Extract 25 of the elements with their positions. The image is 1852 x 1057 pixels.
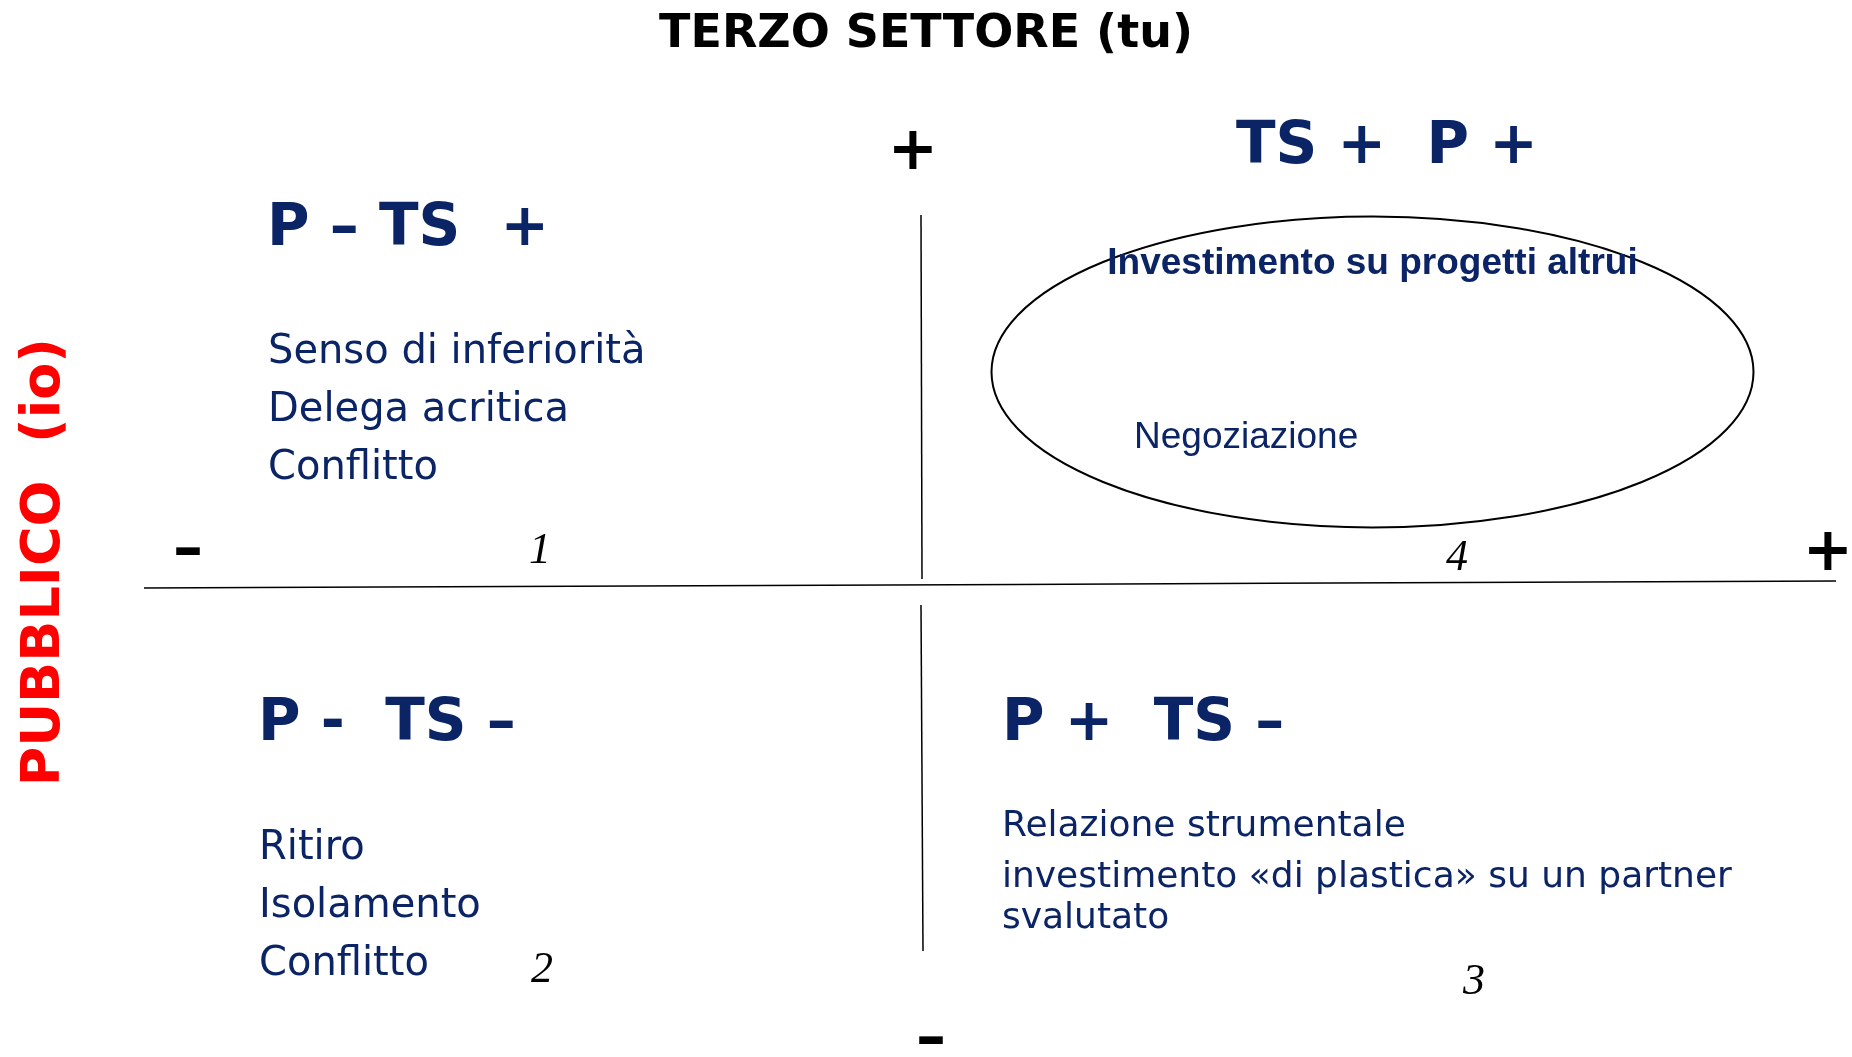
quadrant-item: Senso di inferiorità [268,326,646,372]
quadrant-heading: TS + P + [1236,110,1538,177]
ellipse-node [990,215,1755,529]
axis-sign: + [1802,525,1852,573]
quadrant-item: Isolamento [259,880,481,926]
quadrant-item: Relazione strumentale [1002,803,1407,845]
quadrant-heading: P – TS + [267,192,550,259]
quadrant-item: investimento «di plastica» su un partner svalutato [1002,854,1732,937]
ellipse-text: Negoziazione [1134,415,1359,457]
quadrant-item: Delega acritica [268,384,570,430]
quadrant-item: Ritiro [259,822,365,868]
quadrant-number: 2 [531,946,553,990]
quadrant-item: Conflitto [259,938,429,984]
quadrant-item: Conflitto [268,442,438,488]
axis-sign: – [173,523,203,571]
axis-sign: + [887,124,939,172]
quadrant-heading: P - TS – [258,687,516,754]
quadrant-number: 3 [1463,958,1485,1002]
quadrant-heading: P + TS – [1002,687,1285,754]
axis-title: PUBBLICO (io) [14,338,68,787]
axis-sign: – [916,1012,946,1057]
quadrant-number: 1 [529,527,551,571]
quadrant-number: 4 [1446,534,1468,578]
title: TERZO SETTORE (tu) [659,4,1193,58]
ellipse-heading: Investimento su progetti altrui [1106,240,1639,284]
